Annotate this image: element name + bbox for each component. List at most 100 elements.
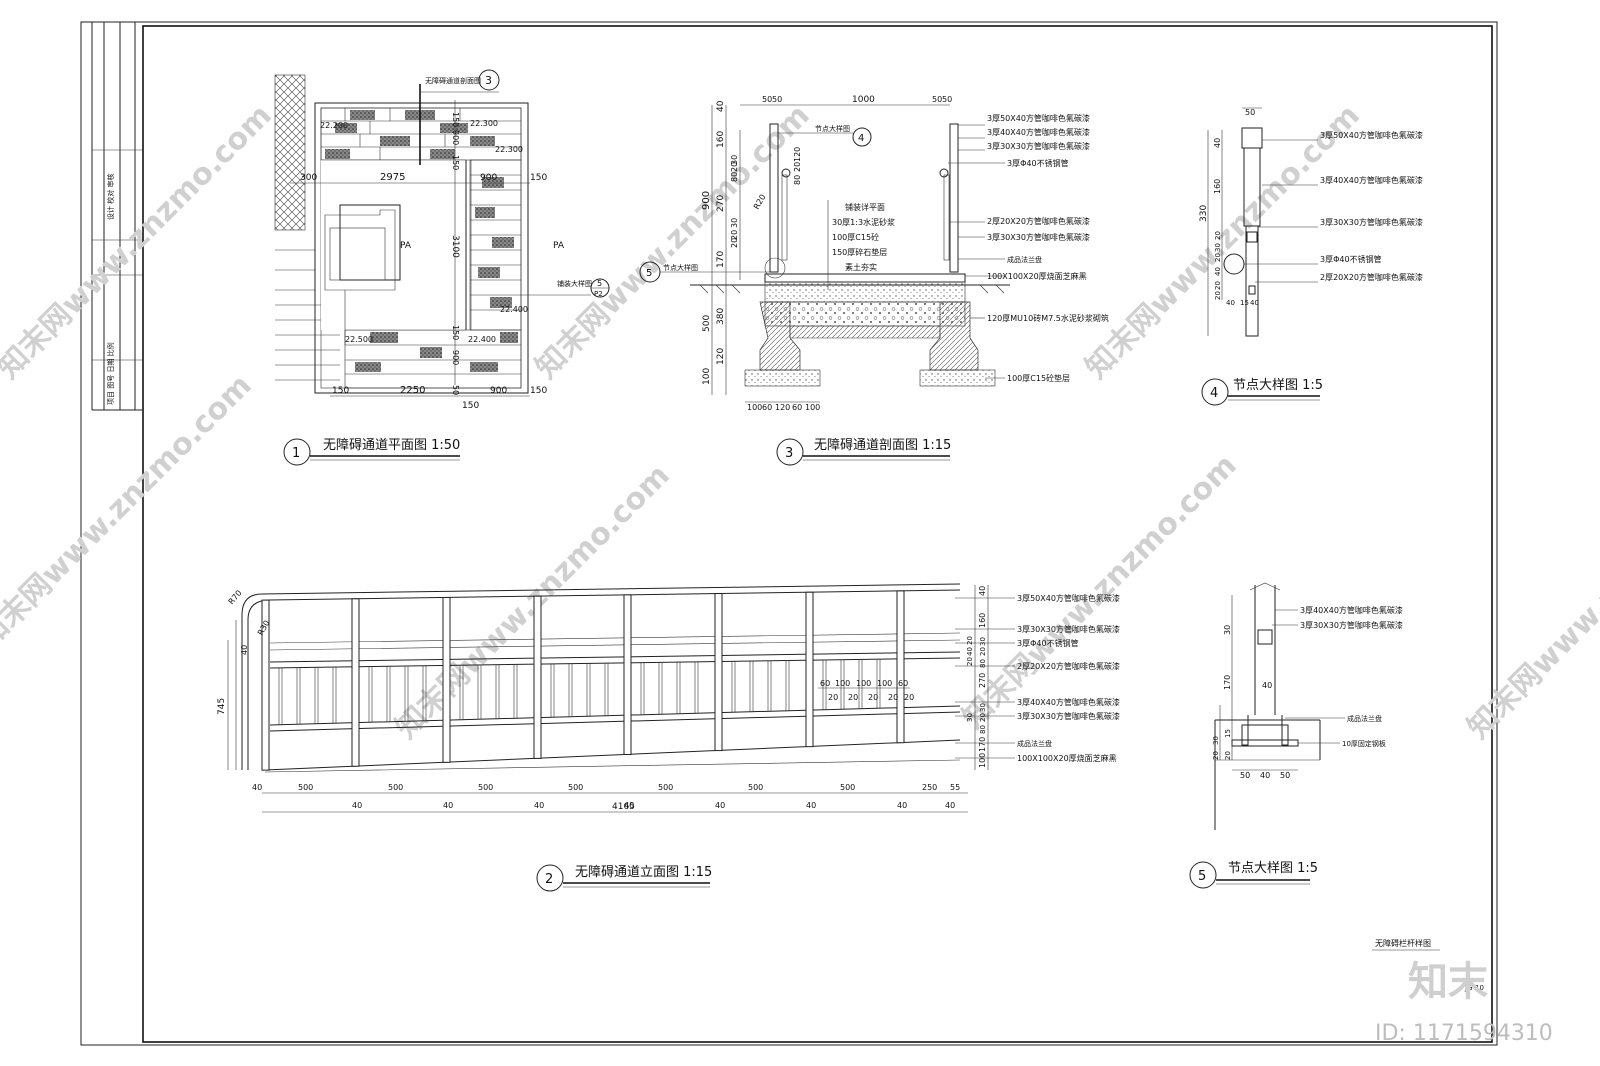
dim-text: 50 [762,95,772,104]
dim-text: 80 [979,725,987,734]
dim-text: 900 [480,173,497,183]
elevation-mark: 22.300 [470,119,498,128]
dim-text: 30 [1223,625,1232,635]
dim-text: 20 [1214,281,1222,290]
dim-text: 20 [966,636,974,645]
dim-text: 40 [715,801,725,810]
railing-post [623,594,632,756]
railing-baluster [550,663,555,718]
dim-text: 50 [932,95,942,104]
railing-baluster [767,660,772,712]
callout-text: 120厚MU10砖M7.5水泥砂浆砌筑 [987,313,1109,323]
dim-text: 15 [1240,299,1249,307]
dim-text: 30 [1214,243,1222,252]
dim-text: 15 [1224,729,1232,738]
dim-text: 50 [942,95,952,104]
railing-baluster [785,660,790,712]
dim-text: 500 [658,783,673,792]
dim-text: 30 [979,637,987,646]
dim-text: 60 [820,679,830,688]
ramp-outline [314,102,529,394]
dim-text: 100 [856,679,871,688]
callout-text: 3厚30X30方管咖啡色氟碳漆 [1320,217,1423,227]
callout-text: 2厚20X20方管咖啡色氟碳漆 [987,216,1090,226]
railing-baluster [404,665,409,722]
dim-text: 80 [793,175,802,185]
callout-text: 3厚Φ40不锈钢管 [1007,158,1069,168]
callout-text: 成品法兰盘 [1007,255,1042,264]
elevation-mark: 22.300 [495,145,523,154]
dim-text: 150 [451,155,460,170]
dim-text: 20 [828,693,838,702]
dim-text: 500 [702,315,712,332]
sheet-name: 无障碍栏杆样图 [1375,938,1431,948]
callout-text: 成品法兰盘 [1017,739,1052,748]
callout-text: 3厚30X30方管咖啡色氟碳漆 [987,232,1090,242]
callout-text: 3厚30X30方管咖啡色氟碳漆 [1300,620,1403,630]
dim-text: 55 [950,783,960,792]
dim-text: 40 [1214,267,1222,276]
dim-text: 40 [945,801,955,810]
dim-text: 40 [1226,299,1235,307]
dim-text: 60 [898,679,908,688]
view-number-circle [536,864,564,892]
callout-text: 3厚50X40方管咖啡色氟碳漆 [987,113,1090,123]
railing-baluster [858,659,863,710]
view-number-circle [776,438,804,466]
layer-note: 150厚碎石垫层 [832,247,887,257]
dim-text: 20 [1214,291,1222,300]
dim-text: 20 [1212,751,1220,760]
node-ref-label: 节点大样图 [815,124,850,133]
ramp-surface [264,739,961,771]
total-dimension: 4165 [612,802,635,812]
callout-text: 3厚50X40方管咖啡色氟碳漆 [1320,130,1423,140]
view-number-circle [1189,861,1217,889]
dim-text: 150 [451,325,460,340]
callout-text: 2厚20X20方管咖啡色氟碳漆 [1320,272,1423,282]
railing-baluster [749,660,754,713]
dim-text: 500 [388,783,403,792]
railing-baluster [368,666,373,723]
watermark-text: 知末网www.znzmo.com [0,98,279,386]
railing-baluster [495,664,500,720]
callout-text: 3厚30X30方管咖啡色氟碳漆 [987,141,1090,151]
dim-text: 20 [979,713,987,722]
railing-post [351,598,360,767]
dim-text: 20 [730,238,739,248]
dim-text: 500 [748,783,763,792]
dim-text: 60 [762,403,772,412]
dim-text: 120 [716,348,726,365]
railing-post-right [949,123,959,273]
dim-text: 40 [443,801,453,810]
section-ref-circle [478,69,500,91]
view-number: 3 [785,446,793,461]
elevation-mark: 22.400 [468,335,496,344]
view-title: 节点大样图 1:5 [1228,861,1318,876]
dim-text: 2250 [400,385,425,396]
railing-baluster [676,661,681,715]
dim-text: 900 [451,350,460,365]
view-title: 无障碍通道立面图 1:15 [575,865,712,880]
dim-text: 30 [966,713,974,722]
dim-text: 250 [922,783,937,792]
view-title: 节点大样图 1:5 [1233,378,1323,393]
dim-text: 20 [1214,253,1222,262]
dim-text: 900 [701,191,712,210]
dim-text: 40 [1262,681,1272,690]
area-label: PA [400,241,412,251]
radius-label: R70 [227,588,244,606]
railing-post [896,590,905,744]
layer-note: 素土夯实 [845,262,877,272]
elevation-mark: 22.200 [320,121,348,130]
dim-text: 40 [240,645,249,655]
paving-ref-sheet: P2 [594,290,603,298]
node-detail-5: 30 170 40 20 30 15 20 50 40 50 3厚40X40方管… [1189,582,1403,889]
callout-text: 3厚40X40方管咖啡色氟碳漆 [1320,175,1423,185]
callout-text: 2厚20X20方管咖啡色氟碳漆 [1017,661,1120,671]
detail-ref-number: 5 [646,268,652,279]
dim-text: 80 [730,172,739,182]
dim-text: 30 [979,703,987,712]
dim-text: 30 [730,218,739,228]
dim-text: 150 [530,386,547,396]
dim-text: 120 [775,403,790,412]
